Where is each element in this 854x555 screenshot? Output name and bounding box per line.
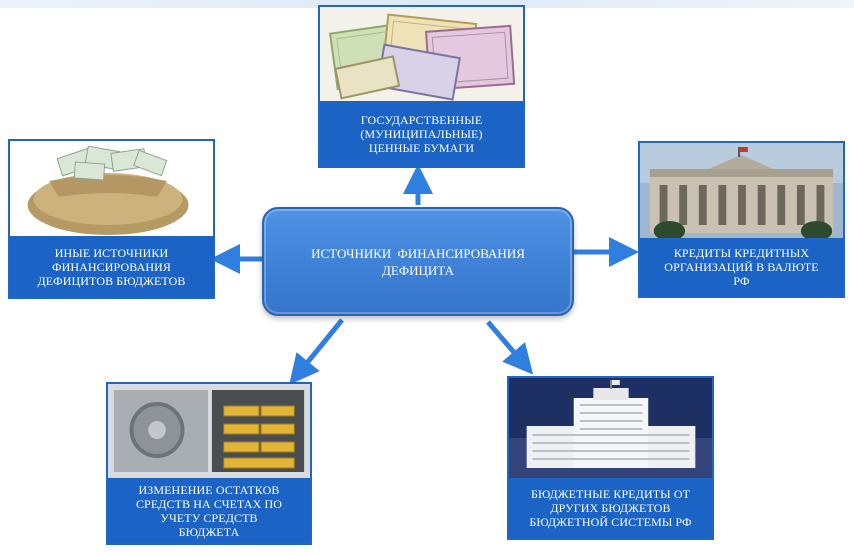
- center-node: ИСТОЧНИКИ ФИНАНСИРОВАНИЯ ДЕФИЦИТА: [262, 207, 574, 316]
- node-securities: ГОСУДАРСТВЕННЫЕ (МУНИЦИПАЛЬНЫЕ) ЦЕННЫЕ Б…: [318, 5, 525, 168]
- node-account-balances: ИЗМЕНЕНИЕ ОСТАТКОВ СРЕДСТВ НА СЧЕТАХ ПО …: [106, 382, 312, 545]
- arrow-to-budget: [486, 320, 534, 375]
- node-budget-credits: БЮДЖЕТНЫЕ КРЕДИТЫ ОТ ДРУГИХ БЮДЖЕТОВ БЮД…: [507, 376, 714, 540]
- center-node-label: ИСТОЧНИКИ ФИНАНСИРОВАНИЯ ДЕФИЦИТА: [311, 245, 525, 278]
- securities-certificates-image: [320, 7, 523, 101]
- arrow-to-balances: [289, 318, 344, 385]
- top-decor-band: [0, 0, 854, 8]
- node-credit-organizations-caption: КРЕДИТЫ КРЕДИТНЫХ ОРГАНИЗАЦИЙ В ВАЛЮТЕ Р…: [640, 238, 843, 296]
- government-house-image: [509, 378, 712, 478]
- node-other-sources: ИНЫЕ ИСТОЧНИКИ ФИНАНСИРОВАНИЯ ДЕФИЦИТОВ …: [8, 139, 215, 299]
- money-bag-image: [10, 141, 213, 236]
- node-securities-caption: ГОСУДАРСТВЕННЫЕ (МУНИЦИПАЛЬНЫЕ) ЦЕННЫЕ Б…: [320, 101, 523, 166]
- node-other-sources-caption: ИНЫЕ ИСТОЧНИКИ ФИНАНСИРОВАНИЯ ДЕФИЦИТОВ …: [10, 236, 213, 297]
- central-bank-building-image: [640, 143, 843, 238]
- vault-gold-bars-image: [108, 384, 310, 478]
- node-budget-credits-caption: БЮДЖЕТНЫЕ КРЕДИТЫ ОТ ДРУГИХ БЮДЖЕТОВ БЮД…: [509, 478, 712, 538]
- node-credit-organizations: КРЕДИТЫ КРЕДИТНЫХ ОРГАНИЗАЦИЙ В ВАЛЮТЕ Р…: [638, 141, 845, 298]
- node-account-balances-caption: ИЗМЕНЕНИЕ ОСТАТКОВ СРЕДСТВ НА СЧЕТАХ ПО …: [108, 478, 310, 543]
